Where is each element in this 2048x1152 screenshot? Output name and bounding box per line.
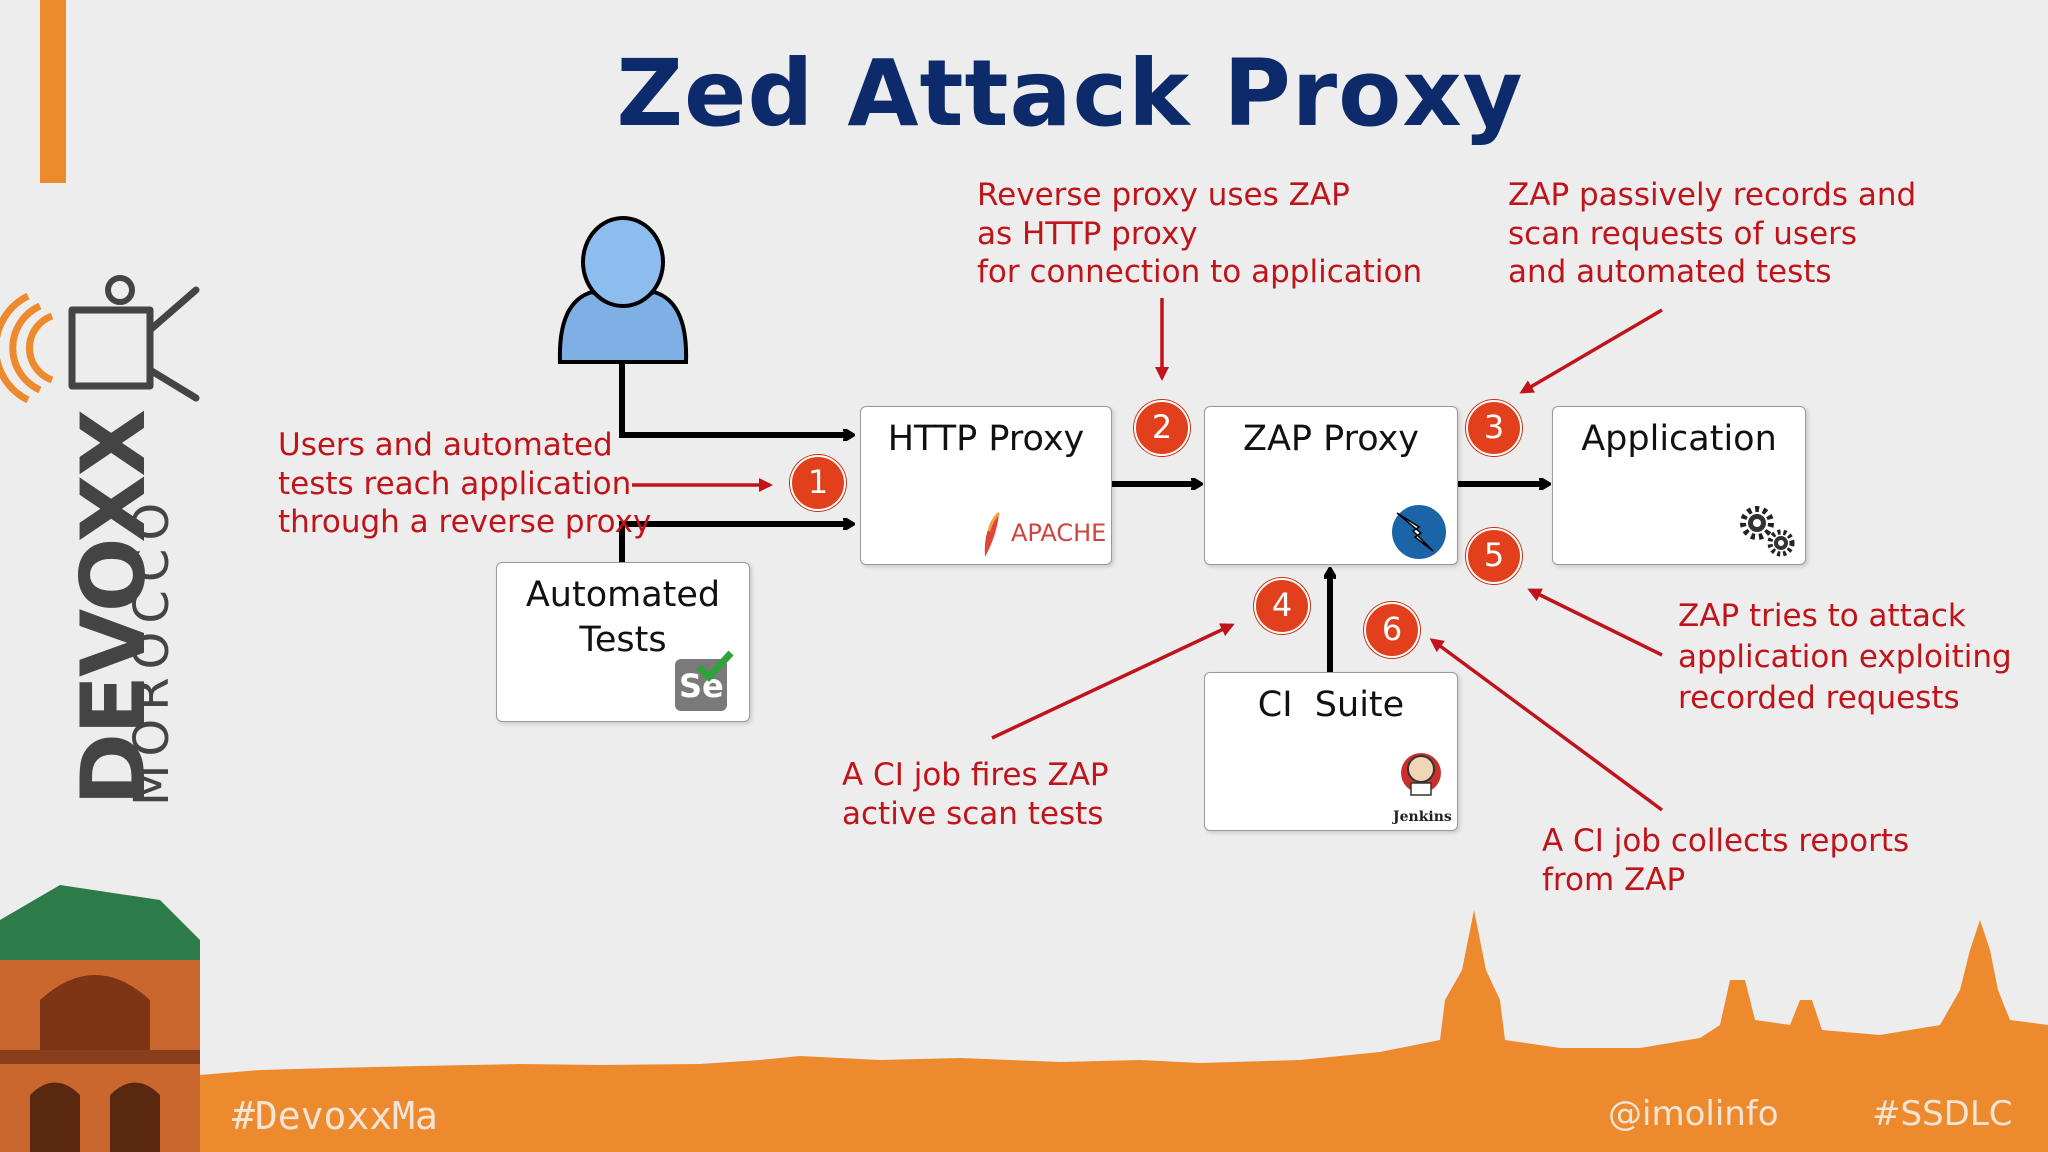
automated-tests-label-line2: Tests <box>579 620 667 660</box>
jenkins-icon <box>1401 753 1441 796</box>
devoxx-logo-icon <box>0 275 200 404</box>
note-ci-collects-line: from ZAP <box>1542 861 1686 898</box>
arrow-tests-to-http <box>619 524 852 562</box>
note-passive-records-line: scan requests of users <box>1508 215 1858 252</box>
gears-icon <box>1740 506 1795 557</box>
note-users-reach: Users and automated tests reach applicat… <box>278 426 651 542</box>
note-zap-attack: ZAP tries to attack application exploiti… <box>1678 596 2012 719</box>
note-ci-collects-line: A CI job collects reports <box>1542 823 1910 859</box>
note-users-reach-line: through a reverse proxy <box>278 504 652 540</box>
note-ci-fires-line: A CI job fires ZAP <box>842 757 1109 793</box>
note-zap-attack-line: ZAP tries to attack <box>1678 598 1966 634</box>
automated-tests-box: Automated Tests Se <box>496 562 750 722</box>
http-proxy-label: HTTP Proxy <box>887 419 1085 459</box>
step-badge-4: 4 <box>1254 578 1310 634</box>
http-proxy-box: HTTP Proxy APACHE <box>860 406 1112 565</box>
accent-bar <box>40 0 66 183</box>
application-label: Application <box>1581 419 1777 459</box>
automated-tests-label-line1: Automated <box>525 575 721 615</box>
jenkins-logo-text: Jenkins <box>1393 809 1452 825</box>
application-box: Application <box>1552 406 1806 565</box>
apache-feather-icon <box>984 511 1001 557</box>
note-reverse-proxy-line: for connection to application <box>977 254 1423 290</box>
step-badge-5: 5 <box>1466 528 1522 584</box>
note-ci-fires: A CI job fires ZAP active scan tests <box>842 756 1109 833</box>
slide-title: Zed Attack Proxy <box>616 40 1524 147</box>
zap-proxy-box: ZAP Proxy <box>1204 406 1458 565</box>
note-zap-attack-line: recorded requests <box>1678 680 1960 716</box>
footer-handle: @imolinfo <box>1608 1094 1779 1134</box>
note-ci-collects: A CI job collects reports from ZAP <box>1542 822 1909 899</box>
footer-hashtag: #DevoxxMa <box>232 1094 438 1138</box>
step-badge-1: 1 <box>790 455 846 511</box>
footer-tag: #SSDLC <box>1872 1094 2013 1134</box>
ci-suite-label: CI Suite <box>1257 685 1405 725</box>
skyline-footer <box>0 885 2048 1152</box>
note-reverse-proxy: Reverse proxy uses ZAP as HTTP proxy for… <box>977 176 1422 292</box>
step-badge-2: 2 <box>1134 400 1190 456</box>
note-reverse-proxy-line: Reverse proxy uses ZAP <box>977 177 1350 213</box>
note-passive-records-line: ZAP passively records and <box>1508 177 1917 213</box>
zap-lightning-icon <box>1392 505 1446 559</box>
apache-logo-text: APACHE <box>1011 519 1107 547</box>
ci-suite-box: CI Suite Jenkins <box>1204 672 1458 831</box>
user-icon <box>557 216 689 364</box>
note-passive-records: ZAP passively records and scan requests … <box>1508 176 1916 292</box>
step-badge-6: 6 <box>1364 602 1420 658</box>
selenium-icon: Se <box>675 650 734 711</box>
note-zap-attack-line: application exploiting <box>1678 639 2012 675</box>
arrow-user-to-http <box>619 362 852 435</box>
note-ci-fires-line: active scan tests <box>842 795 1104 832</box>
note-users-reach-line: Users and automated <box>278 427 613 463</box>
zap-proxy-label: ZAP Proxy <box>1242 419 1420 459</box>
note-reverse-proxy-line: as HTTP proxy <box>977 215 1198 252</box>
note-users-reach-line: tests reach application <box>278 465 632 502</box>
step-badge-3: 3 <box>1466 400 1522 456</box>
note-passive-records-line: and automated tests <box>1508 254 1832 290</box>
